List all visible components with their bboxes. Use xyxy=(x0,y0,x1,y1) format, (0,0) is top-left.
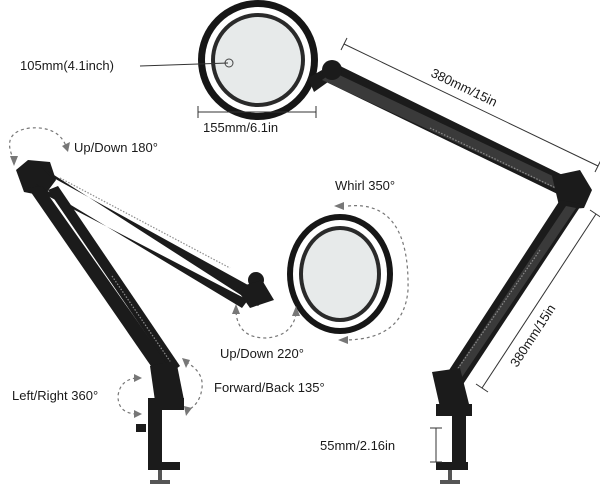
right-lamp-elbow xyxy=(552,170,592,210)
top-up-down-label: Up/Down 180° xyxy=(74,140,158,155)
head-up-down-label: Up/Down 220° xyxy=(220,346,304,361)
dimension-upper-arm xyxy=(340,37,600,173)
dimension-head-width xyxy=(197,106,317,118)
rotation-arrow-top xyxy=(9,127,70,166)
right-lamp-clamp xyxy=(432,368,472,484)
rotation-arrow-whirl xyxy=(334,202,409,344)
right-lamp-upper-arm xyxy=(318,60,585,202)
rotation-arrow-forward-back xyxy=(182,358,203,416)
lens-diameter-label: 105mm(4.1inch) xyxy=(20,58,114,73)
right-lamp-head xyxy=(198,0,328,120)
head-width-label: 155mm/6.1in xyxy=(203,120,278,135)
left-lamp-clamp xyxy=(136,360,184,484)
left-right-label: Left/Right 360° xyxy=(12,388,98,403)
lower-arm-length-label: 380mm/15in xyxy=(507,301,559,369)
dimension-lower-arm xyxy=(475,209,600,393)
left-lamp-head xyxy=(287,214,393,334)
dimension-lens xyxy=(139,62,229,67)
rotation-arrow-left-right xyxy=(117,374,142,418)
upper-arm-length-label: 380mm/15in xyxy=(429,65,500,109)
clamp-opening-label: 55mm/2.16in xyxy=(320,438,395,453)
whirl-label: Whirl 350° xyxy=(335,178,395,193)
rotation-arrow-head xyxy=(232,304,300,339)
dimension-clamp xyxy=(430,427,442,463)
right-lamp-lower-arm xyxy=(440,200,582,392)
left-lamp-top-joint xyxy=(16,160,56,196)
left-lamp-upper-arm xyxy=(36,166,274,308)
forward-back-label: Forward/Back 135° xyxy=(214,380,325,395)
right-lamp xyxy=(198,0,592,484)
left-lamp xyxy=(16,160,393,484)
left-lamp-lower-arm xyxy=(28,186,180,382)
